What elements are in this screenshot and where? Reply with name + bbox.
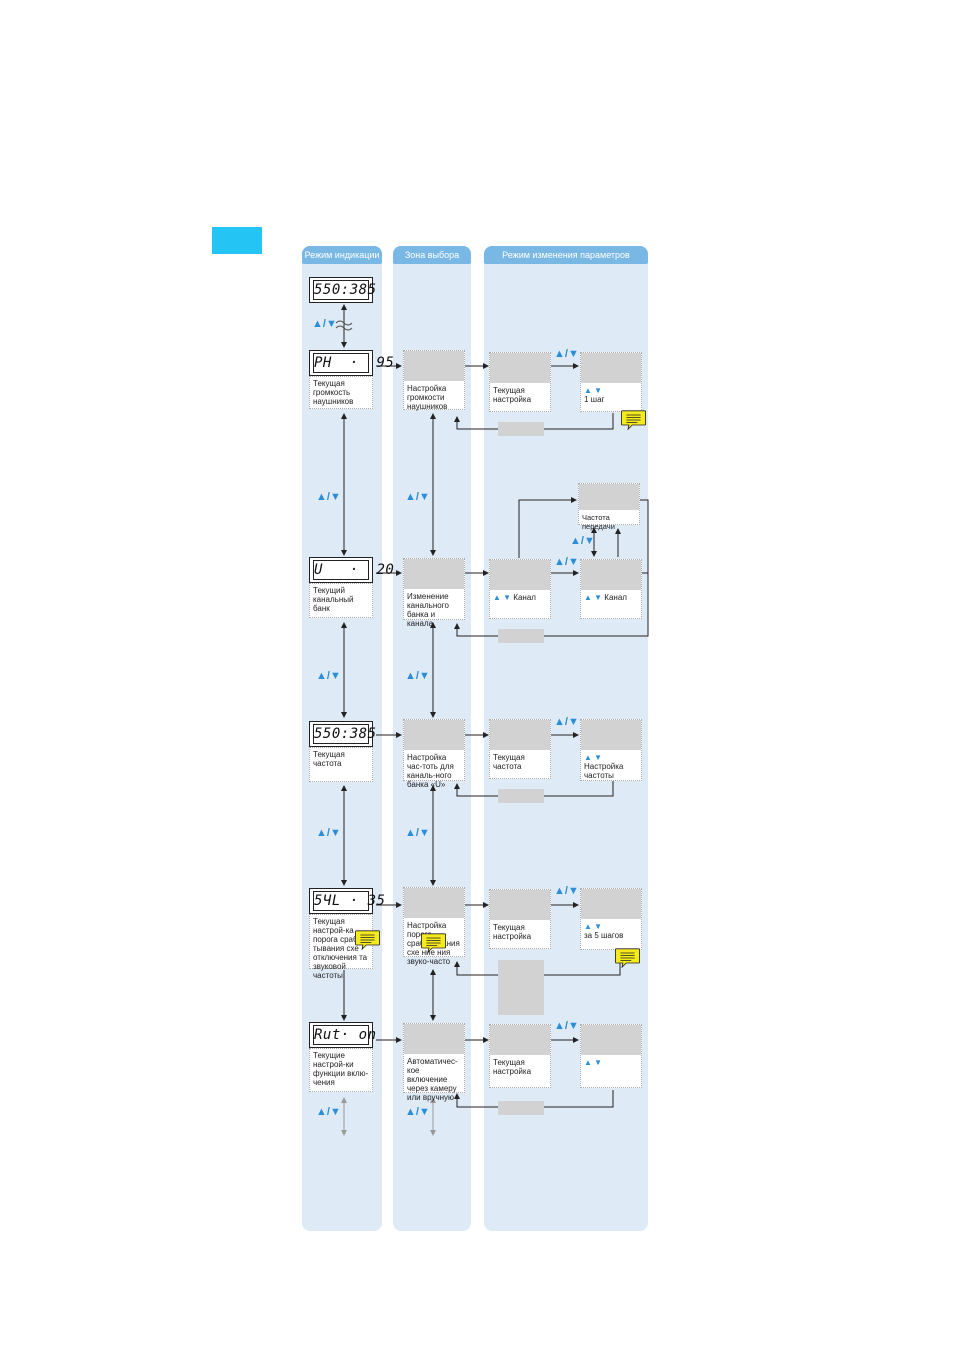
current-label: Текущая настройка bbox=[493, 1058, 532, 1076]
change-box: ▲ ▼ bbox=[580, 1024, 642, 1088]
change-box: ▲ ▼Настройка частоты bbox=[580, 719, 642, 781]
lcd-auto-on: Rut· on bbox=[309, 1022, 377, 1048]
lcd-text: 5ЧL · 35 bbox=[313, 891, 386, 911]
select-box: Автоматичес-кое включение через камеру и… bbox=[403, 1023, 465, 1102]
lcd-text: U · 20 bbox=[313, 560, 395, 580]
current-setting-box: ▲ ▼ Канал bbox=[489, 559, 551, 619]
lcd-text: Rut· on bbox=[313, 1025, 377, 1045]
speech-bubble-icon bbox=[615, 948, 640, 968]
select-label: Настройка громкости наушников bbox=[407, 384, 448, 411]
parameters-column-header: Режим изменения параметров bbox=[484, 246, 648, 264]
change-label: Канал bbox=[604, 593, 627, 602]
section-tab bbox=[212, 227, 262, 254]
lcd-text: 550:385 bbox=[313, 280, 377, 300]
current-label: Канал bbox=[513, 593, 536, 602]
extra-label: Частота передачи bbox=[582, 513, 615, 531]
current-setting-box: Текущая настройка bbox=[489, 1024, 551, 1088]
change-box: ▲ ▼за 5 шагов bbox=[580, 888, 642, 950]
up-down-arrows-icon: ▲/▼ bbox=[316, 827, 341, 839]
up-down-arrows-icon: ▲/▼ bbox=[405, 827, 430, 839]
grey-key-placeholder bbox=[498, 629, 544, 643]
lcd-headphone-volume: PH · 95 bbox=[309, 350, 395, 376]
grey-key-placeholder bbox=[498, 960, 544, 1015]
up-down-arrows-icon: ▲/▼ bbox=[405, 491, 430, 503]
up-down-arrows-icon: ▲/▼ bbox=[554, 348, 579, 360]
triangle-up-down-icon: ▲ ▼ bbox=[584, 593, 603, 602]
speech-bubble-icon bbox=[621, 410, 646, 430]
select-box: Настройка час-тоть для каналь-ного банка… bbox=[403, 719, 465, 789]
grey-key-placeholder bbox=[498, 1101, 544, 1115]
current-label: Текущая настройка bbox=[493, 386, 532, 404]
up-down-arrows-icon: ▲/▼ bbox=[316, 1106, 341, 1118]
up-down-arrows-icon: ▲/▼ bbox=[570, 535, 595, 547]
up-down-arrows-icon: ▲/▼ bbox=[405, 670, 430, 682]
up-down-arrows-icon: ▲/▼ bbox=[312, 318, 337, 330]
triangle-up-down-icon: ▲ ▼ bbox=[584, 922, 603, 931]
select-label: Автоматичес-кое включение через камеру и… bbox=[407, 1057, 458, 1102]
indication-desc: Текущая частота bbox=[309, 747, 373, 782]
indication-desc: Текущие настрой-ки функции вклю-чения bbox=[309, 1048, 373, 1092]
change-box: ▲ ▼ Канал bbox=[580, 559, 642, 619]
grey-key-placeholder bbox=[498, 422, 544, 436]
lcd-text: 550:385 bbox=[313, 724, 377, 744]
change-label: за 5 шагов bbox=[584, 931, 624, 940]
triangle-up-down-icon: ▲ ▼ bbox=[584, 386, 603, 395]
selection-column-header: Зона выбора bbox=[393, 246, 471, 264]
current-label: Текущая настройка bbox=[493, 923, 532, 941]
up-down-arrows-icon: ▲/▼ bbox=[554, 556, 579, 568]
current-setting-box: Текущая настройка bbox=[489, 352, 551, 412]
change-box: ▲ ▼1 шаг bbox=[580, 352, 642, 412]
lcd-text: PH · 95 bbox=[313, 353, 395, 373]
lcd-squelch: 5ЧL · 35 bbox=[309, 888, 386, 914]
select-label: Настройка час-тоть для каналь-ного банка… bbox=[407, 753, 454, 789]
current-setting-box: Текущая частота bbox=[489, 719, 551, 779]
up-down-arrows-icon: ▲/▼ bbox=[316, 491, 341, 503]
transmit-frequency-box: Частота передачи bbox=[578, 483, 640, 531]
lcd-frequency-display: 550:385 bbox=[309, 277, 377, 303]
up-down-arrows-icon: ▲/▼ bbox=[554, 885, 579, 897]
triangle-up-down-icon: ▲ ▼ bbox=[584, 1058, 603, 1067]
triangle-up-down-icon: ▲ ▼ bbox=[493, 593, 512, 602]
grey-key-placeholder bbox=[498, 789, 544, 803]
up-down-arrows-icon: ▲/▼ bbox=[554, 716, 579, 728]
up-down-arrows-icon: ▲/▼ bbox=[316, 670, 341, 682]
indication-desc: Текущая громкость наушников bbox=[309, 376, 373, 409]
select-box: Изменение канального банка и канала bbox=[403, 558, 465, 628]
speech-bubble-icon bbox=[421, 933, 446, 953]
up-down-arrows-icon: ▲/▼ bbox=[554, 1020, 579, 1032]
select-box: Настройка громкости наушников bbox=[403, 350, 465, 411]
select-label: Изменение канального банка и канала bbox=[407, 592, 449, 628]
lcd-current-frequency: 550:385 bbox=[309, 721, 377, 747]
change-label: Настройка частоты bbox=[584, 762, 624, 780]
up-down-arrows-icon: ▲/▼ bbox=[405, 1106, 430, 1118]
current-setting-box: Текущая настройка bbox=[489, 889, 551, 949]
indication-desc: Текущий канальный банк bbox=[309, 583, 373, 618]
current-label: Текущая частота bbox=[493, 753, 525, 771]
triangle-up-down-icon: ▲ ▼ bbox=[584, 753, 603, 762]
indication-column-header: Режим индикации bbox=[302, 246, 382, 264]
lcd-channel-bank: U · 20 bbox=[309, 557, 395, 583]
speech-bubble-icon bbox=[355, 930, 380, 950]
change-label: 1 шаг bbox=[584, 395, 605, 404]
